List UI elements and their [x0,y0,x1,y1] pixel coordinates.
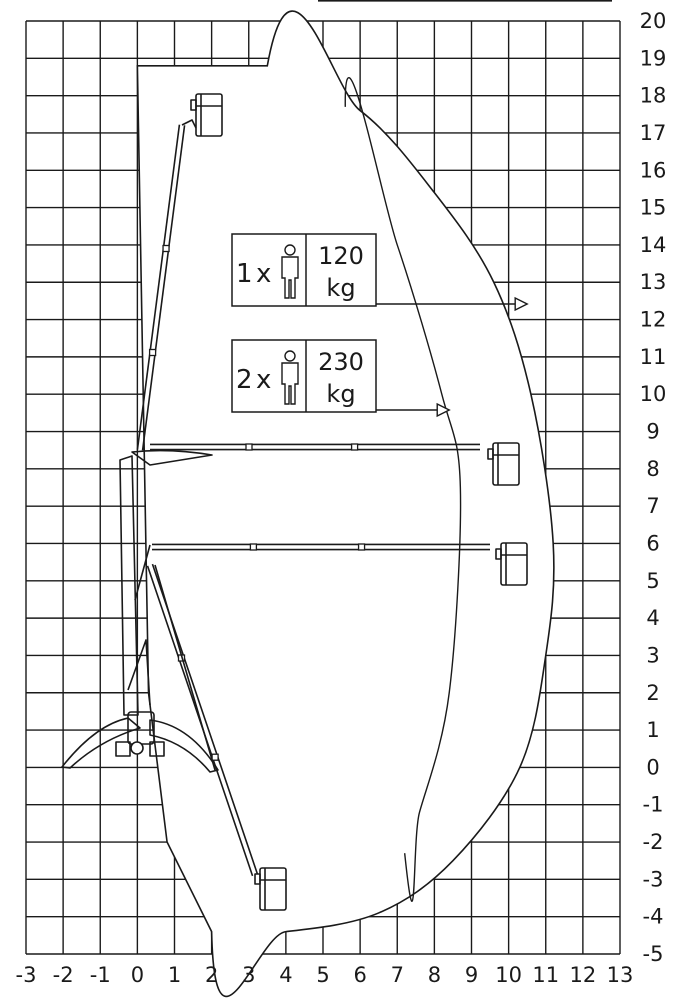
boom-joint [357,543,366,551]
y-tick-label: 15 [640,196,667,220]
aerial-platform-drawings [61,93,528,911]
y-tick-label: 4 [646,606,659,630]
basket-below-ground [254,867,287,911]
x-tick-label: 13 [607,963,634,987]
load-arrow-head [436,402,451,418]
envelope-inner-boundary [344,76,462,902]
y-tick-label: 2 [646,681,659,705]
y-tick-label: 6 [646,531,659,555]
machine-mast [119,455,151,716]
person-count: 2 [236,365,253,395]
y-tick-label: 20 [640,9,667,33]
boom-support [154,564,216,771]
machine-base [61,711,219,773]
y-tick-label: 12 [640,308,667,332]
load-arrow-head [514,296,529,312]
load-mass: 120 [318,242,364,270]
y-tick-label: 7 [646,494,659,518]
y-tick-label: 18 [640,84,667,108]
load-label-box [231,339,377,413]
y-tick-label: 11 [640,345,667,369]
x-tick-label: -3 [16,963,37,987]
boom-joint [350,443,359,451]
boom-joint [162,244,170,253]
basket-horizontal-upper [487,442,520,486]
multiplier-sign: x [256,365,271,395]
x-tick-label: 10 [495,963,522,987]
x-tick-label: 1 [168,963,181,987]
person-icon [281,350,299,405]
x-tick-label: -2 [53,963,74,987]
y-tick-label: -3 [643,867,664,891]
y-tick-label: 17 [640,121,667,145]
y-tick-label: 5 [646,569,659,593]
x-tick-label: 2 [205,963,218,987]
x-tick-label: 7 [391,963,404,987]
y-tick-label: 14 [640,233,667,257]
basket-horizontal-lower [495,542,528,586]
x-tick-label: 0 [131,963,144,987]
load-unit: kg [326,274,355,302]
y-tick-label: -2 [643,830,664,854]
boom-joint [148,348,157,357]
x-tick-label: 3 [242,963,255,987]
x-tick-label: 4 [279,963,292,987]
x-tick-label: 11 [532,963,559,987]
x-tick-label: -1 [90,963,111,987]
y-axis-tick-labels: 20191817161514131211109876543210-1-2-3-4… [640,9,667,966]
y-tick-label: -5 [643,942,664,966]
boom-joint [211,753,219,761]
boom-full-height [136,124,181,450]
y-tick-label: 16 [640,158,667,182]
basket-full-height [190,93,223,137]
multiplier-sign: x [256,259,271,289]
y-tick-label: 10 [640,382,667,406]
boom-joint [249,543,258,551]
boom-full-height [141,125,186,451]
load-mass: 230 [318,348,364,376]
y-tick-label: 1 [646,718,659,742]
y-tick-label: 9 [646,420,659,444]
y-tick-label: -1 [643,793,664,817]
y-tick-label: -4 [643,905,664,929]
y-tick-label: 0 [646,755,659,779]
x-tick-label: 8 [428,963,441,987]
y-tick-label: 8 [646,457,659,481]
x-tick-label: 6 [353,963,366,987]
boom-joint [245,443,253,451]
y-tick-label: 13 [640,270,667,294]
load-unit: kg [326,380,355,408]
person-icon [281,244,299,299]
base-wheel [130,741,144,755]
working-envelope [136,10,555,998]
basket-arm [181,119,197,129]
envelope-outline [136,10,555,998]
person-count: 1 [236,259,253,289]
x-tick-label: 5 [316,963,329,987]
x-tick-label: 12 [570,963,597,987]
y-tick-label: 19 [640,46,667,70]
boom-knuckle-upper [131,449,213,466]
y-tick-label: 3 [646,643,659,667]
x-tick-label: 9 [465,963,478,987]
load-label-box [231,233,377,307]
